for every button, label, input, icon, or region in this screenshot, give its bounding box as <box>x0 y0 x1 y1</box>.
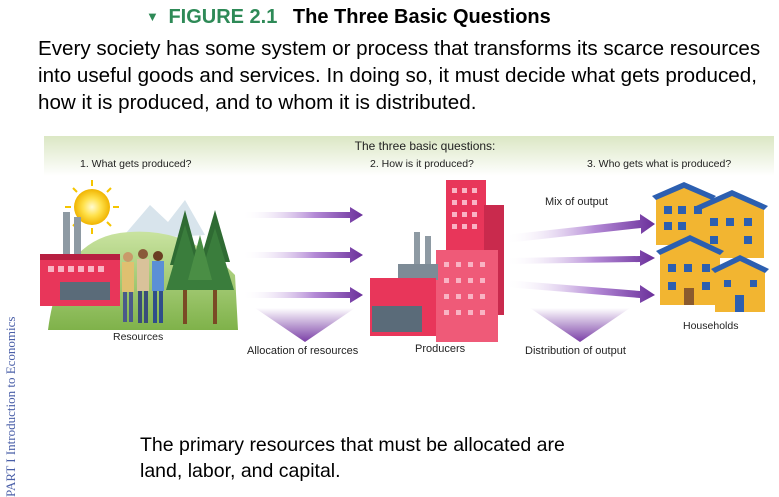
arrow-right-icon <box>505 280 655 303</box>
arrow-right-icon <box>242 287 363 303</box>
bottom-statement: The primary resources that must be alloc… <box>140 432 565 484</box>
question-3: 3. Who gets what is produced? <box>587 158 731 170</box>
bottom-statement-line-1: The primary resources that must be alloc… <box>140 434 565 456</box>
households-label: Households <box>683 320 738 332</box>
house-icon <box>715 258 765 312</box>
question-1: 1. What gets produced? <box>80 158 192 170</box>
allocation-arrows <box>242 207 363 303</box>
header-band <box>44 136 774 176</box>
triangle-marker-icon: ▼ <box>146 9 159 24</box>
arrow-right-icon <box>505 214 655 243</box>
resource-factory <box>40 212 120 306</box>
pine-trees <box>166 210 234 324</box>
producers-illustration <box>370 180 504 342</box>
arrow-right-icon <box>505 250 655 266</box>
house-windows <box>664 206 757 312</box>
producers-label: Producers <box>415 343 466 355</box>
sun-icon <box>74 189 110 225</box>
diagram-header: The three basic questions: <box>355 139 496 153</box>
intro-paragraph: Every society has some system or process… <box>38 37 761 114</box>
figure-title: ▼ FIGURE 2.1 The Three Basic Questions <box>146 6 551 29</box>
bottom-statement-line-2: land, labor, and capital. <box>140 460 341 482</box>
resources-label: Resources <box>113 331 163 343</box>
distribution-label: Distribution of output <box>525 345 626 357</box>
question-2: 2. How is it produced? <box>370 158 474 170</box>
households-illustration <box>652 182 769 312</box>
allocation-funnel <box>255 308 355 342</box>
building-windows <box>444 188 485 315</box>
distribution-funnel <box>530 308 630 342</box>
arrow-right-icon <box>242 247 363 263</box>
arrow-right-icon <box>242 207 363 223</box>
workers <box>122 249 164 323</box>
allocation-label: Allocation of resources <box>247 345 359 357</box>
distribution-arrows <box>505 214 655 303</box>
figure-number: FIGURE 2.1 <box>168 6 278 28</box>
resources-illustration <box>40 180 238 330</box>
figure-title-text: The Three Basic Questions <box>292 6 551 28</box>
mix-of-output-label: Mix of output <box>545 196 608 208</box>
